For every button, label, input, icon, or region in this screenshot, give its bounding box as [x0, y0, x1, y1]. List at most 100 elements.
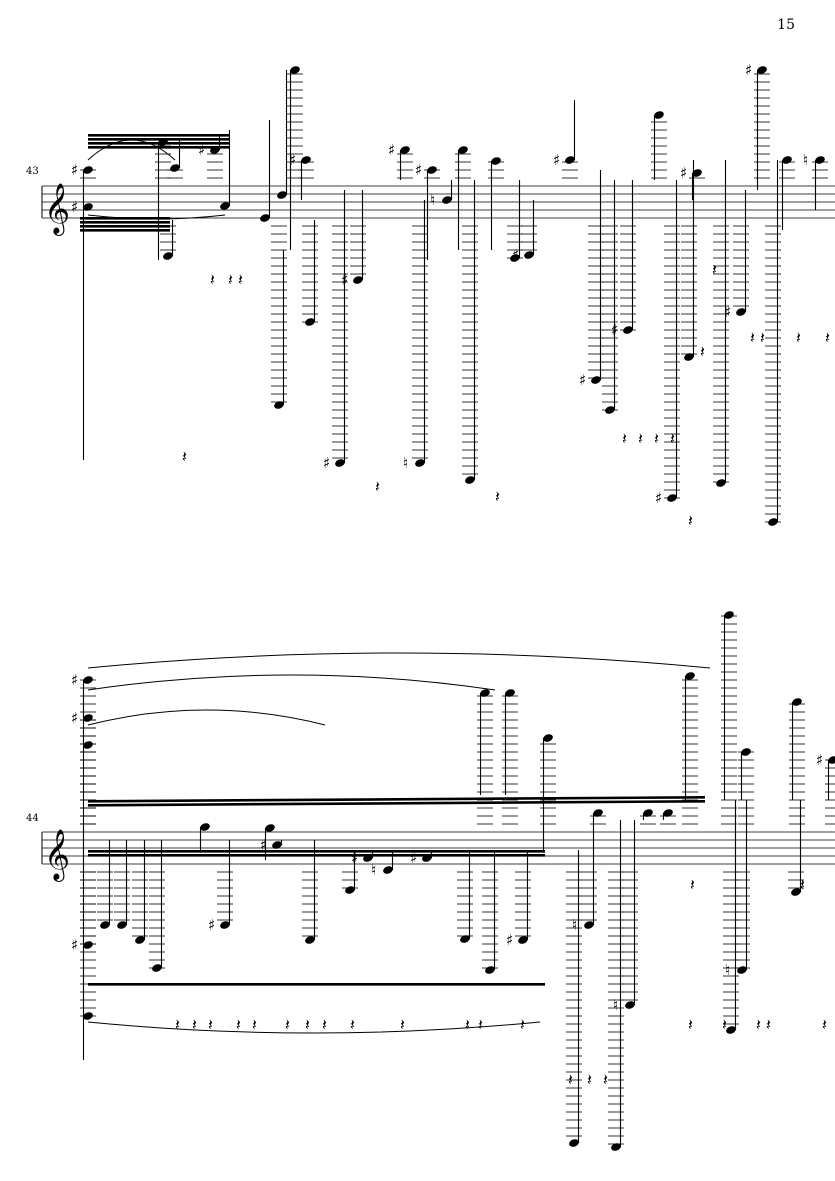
beam: [88, 138, 230, 141]
notehead: [345, 886, 355, 894]
notehead: [363, 854, 373, 862]
natural-sign: ♮: [725, 961, 730, 979]
rest-symbol: 𝄽: [700, 342, 705, 361]
notehead: [83, 676, 93, 684]
sharp-sign: ♯: [323, 454, 330, 472]
notehead: [491, 157, 501, 165]
measure-number-43: 43: [26, 166, 39, 177]
notehead: [625, 1001, 635, 1009]
notehead: [692, 169, 702, 177]
notehead: [485, 966, 495, 974]
notehead: [757, 66, 767, 74]
notehead: [543, 734, 553, 742]
sharp-sign: ♯: [816, 751, 823, 769]
rest-symbol: 𝄽: [208, 1015, 213, 1034]
notehead: [220, 202, 230, 210]
rest-symbol: 𝄽: [375, 477, 380, 496]
rest-symbol: 𝄽: [238, 270, 243, 289]
notehead: [828, 756, 835, 764]
sharp-sign: ♯: [71, 161, 78, 179]
notehead: [611, 1143, 621, 1151]
notehead: [274, 401, 284, 409]
rest-symbol: 𝄽: [285, 1015, 290, 1034]
beam: [88, 983, 545, 986]
natural-sign: ♮: [430, 191, 435, 209]
rest-symbol: 𝄽: [654, 429, 659, 448]
sharp-sign: ♯: [208, 916, 215, 934]
notehead: [480, 689, 490, 697]
rest-symbol: 𝄽: [825, 328, 830, 347]
sharp-sign: ♯: [415, 161, 422, 179]
notehead: [220, 921, 230, 929]
notehead: [83, 714, 93, 722]
notehead: [422, 854, 432, 862]
sharp-sign: ♯: [745, 61, 752, 79]
notehead: [442, 196, 452, 204]
notehead: [726, 1026, 736, 1034]
rest-symbol: 𝄽: [670, 429, 675, 448]
beam: [88, 800, 705, 807]
notehead: [654, 111, 664, 119]
rest-symbol: 𝄽: [796, 328, 801, 347]
notehead: [335, 459, 345, 467]
notehead: [301, 156, 311, 164]
rest-symbol: 𝄽: [350, 1015, 355, 1034]
notehead: [643, 809, 653, 817]
rest-symbol: 𝄽: [688, 1015, 693, 1034]
treble-clef: 𝄞: [44, 829, 70, 882]
beam: [80, 229, 170, 232]
notehead: [415, 459, 425, 467]
rest-symbol: 𝄽: [603, 1070, 608, 1089]
treble-clef: 𝄞: [44, 183, 70, 236]
notehead: [591, 376, 601, 384]
tie-curve: [87, 674, 496, 691]
rest-symbol: 𝄽: [210, 270, 215, 289]
notehead: [510, 254, 520, 262]
rest-symbol: 𝄽: [690, 875, 695, 894]
notehead: [465, 476, 475, 484]
notehead: [117, 921, 127, 929]
notehead: [427, 166, 437, 174]
measure-number-44: 44: [26, 813, 39, 824]
sharp-sign: ♯: [71, 198, 78, 216]
notehead: [260, 214, 270, 222]
notehead: [716, 479, 726, 487]
tie-curve: [87, 652, 711, 669]
sharp-sign: ♯: [553, 151, 560, 169]
notehead: [83, 941, 93, 949]
notehead: [685, 672, 695, 680]
notehead: [152, 964, 162, 972]
natural-sign: ♮: [613, 996, 618, 1014]
sharp-sign: ♯: [410, 849, 417, 867]
notehead: [272, 841, 282, 849]
notehead: [458, 146, 468, 154]
notehead: [605, 406, 615, 414]
rest-symbol: 𝄽: [495, 487, 500, 506]
notehead: [305, 318, 315, 326]
sharp-sign: ♯: [388, 141, 395, 159]
tie-curve: [87, 709, 326, 726]
staff-system-43: 𝄞♯♯♯♯♯♯♯♮♯♮♯♯♯♯♯♯♯♯♮𝄽𝄽𝄽𝄽𝄽𝄽𝄽𝄽𝄽𝄽𝄽𝄽𝄽𝄽𝄽𝄽𝄽: [41, 61, 835, 530]
notehead: [791, 888, 801, 896]
notehead: [158, 138, 168, 146]
notehead: [815, 156, 825, 164]
sharp-sign: ♯: [611, 321, 618, 339]
notehead: [383, 866, 393, 874]
rest-symbol: 𝄽: [192, 1015, 197, 1034]
notehead: [305, 936, 315, 944]
rest-symbol: 𝄽: [236, 1015, 241, 1034]
rest-symbol: 𝄽: [622, 429, 627, 448]
notehead: [400, 146, 410, 154]
rest-symbol: 𝄽: [688, 511, 693, 530]
notehead: [782, 156, 792, 164]
sharp-sign: ♯: [512, 246, 519, 264]
notehead: [163, 252, 173, 260]
rest-symbol: 𝄽: [766, 1015, 771, 1034]
rest-symbol: 𝄽: [568, 1070, 573, 1089]
natural-sign: ♮: [803, 151, 808, 169]
rest-symbol: 𝄽: [822, 1015, 827, 1034]
rest-symbol: 𝄽: [722, 1015, 727, 1034]
rest-symbol: 𝄽: [520, 1015, 525, 1034]
